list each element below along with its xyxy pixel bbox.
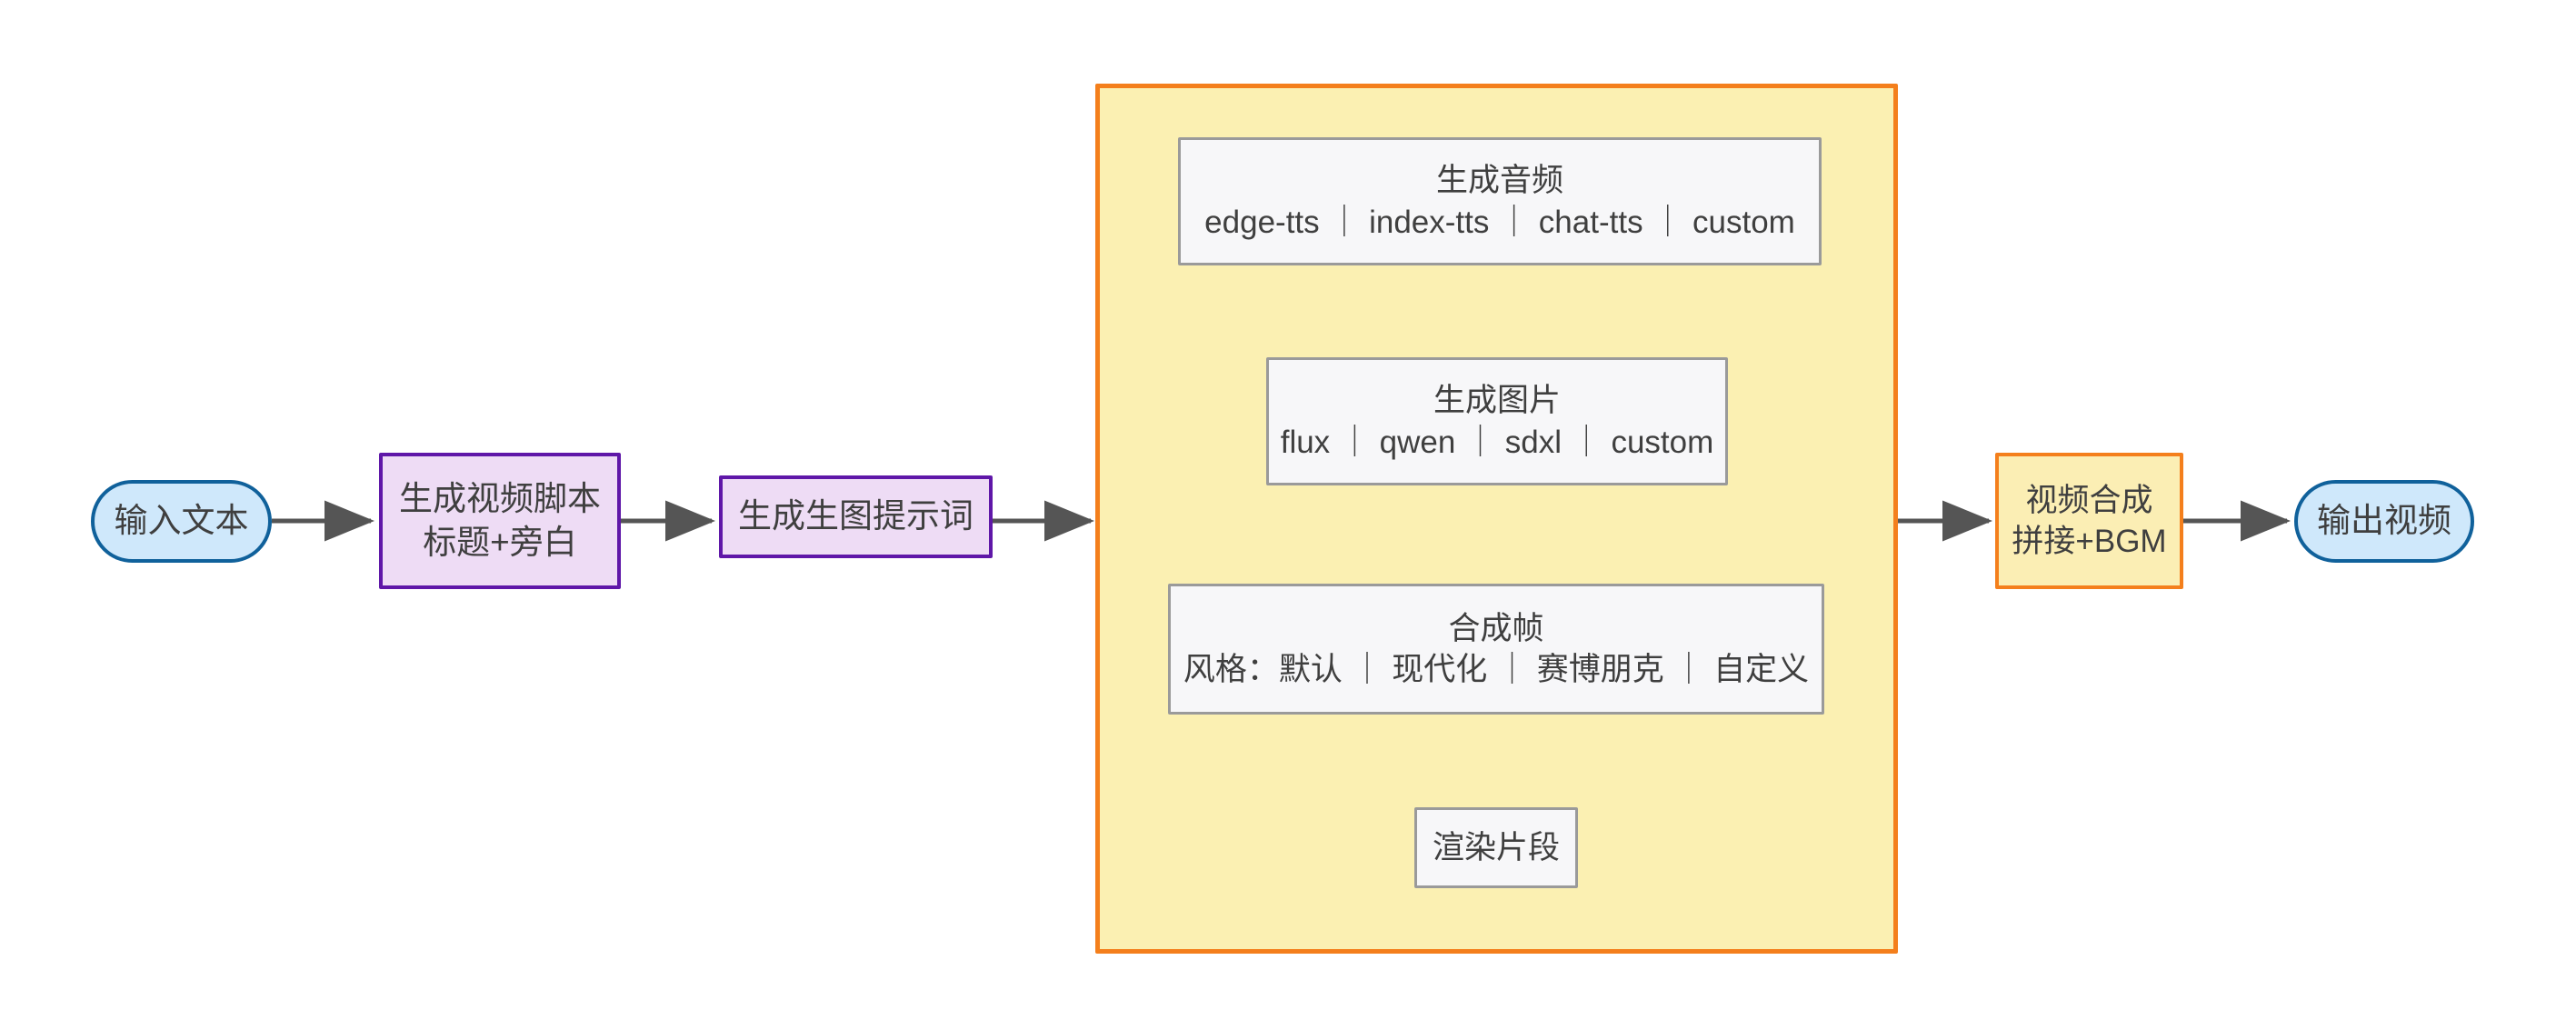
node-generate-script-line2: 标题+旁白 — [423, 524, 577, 561]
node-generate-prompt[interactable]: 生成生图提示词 — [719, 475, 993, 558]
node-generate-script[interactable]: 生成视频脚本 标题+旁白 — [379, 453, 621, 589]
node-generate-image-options: flux ｜ qwen ｜ sdxl ｜ custom — [1280, 424, 1714, 460]
node-render-segment[interactable]: 渲染片段 — [1414, 807, 1578, 888]
node-generate-image[interactable]: 生成图片 flux ｜ qwen ｜ sdxl ｜ custom — [1266, 357, 1728, 485]
node-video-compose-line1: 视频合成 — [2025, 482, 2153, 518]
node-generate-audio-options: edge-tts ｜ index-tts ｜ chat-tts ｜ custom — [1204, 204, 1795, 240]
node-generate-audio[interactable]: 生成音频 edge-tts ｜ index-tts ｜ chat-tts ｜ c… — [1178, 137, 1822, 265]
node-output-video-label: 输出视频 — [2317, 502, 2451, 540]
node-generate-image-title: 生成图片 — [1433, 383, 1561, 418]
node-video-compose[interactable]: 视频合成 拼接+BGM — [1995, 453, 2183, 589]
node-input-text[interactable]: 输入文本 — [91, 480, 272, 563]
node-output-video[interactable]: 输出视频 — [2294, 480, 2474, 563]
node-compose-frame[interactable]: 合成帧 风格：默认 ｜ 现代化 ｜ 赛博朋克 ｜ 自定义 — [1168, 584, 1824, 715]
node-render-segment-label: 渲染片段 — [1432, 829, 1560, 865]
node-compose-frame-title: 合成帧 — [1448, 610, 1544, 646]
node-compose-frame-options: 风格：默认 ｜ 现代化 ｜ 赛博朋克 ｜ 自定义 — [1183, 652, 1810, 687]
node-generate-prompt-label: 生成生图提示词 — [738, 497, 973, 535]
node-generate-script-line1: 生成视频脚本 — [399, 479, 601, 517]
node-video-compose-line2: 拼接+BGM — [2012, 524, 2167, 559]
node-input-text-label: 输入文本 — [114, 502, 249, 540]
node-generate-audio-title: 生成音频 — [1435, 163, 1563, 198]
